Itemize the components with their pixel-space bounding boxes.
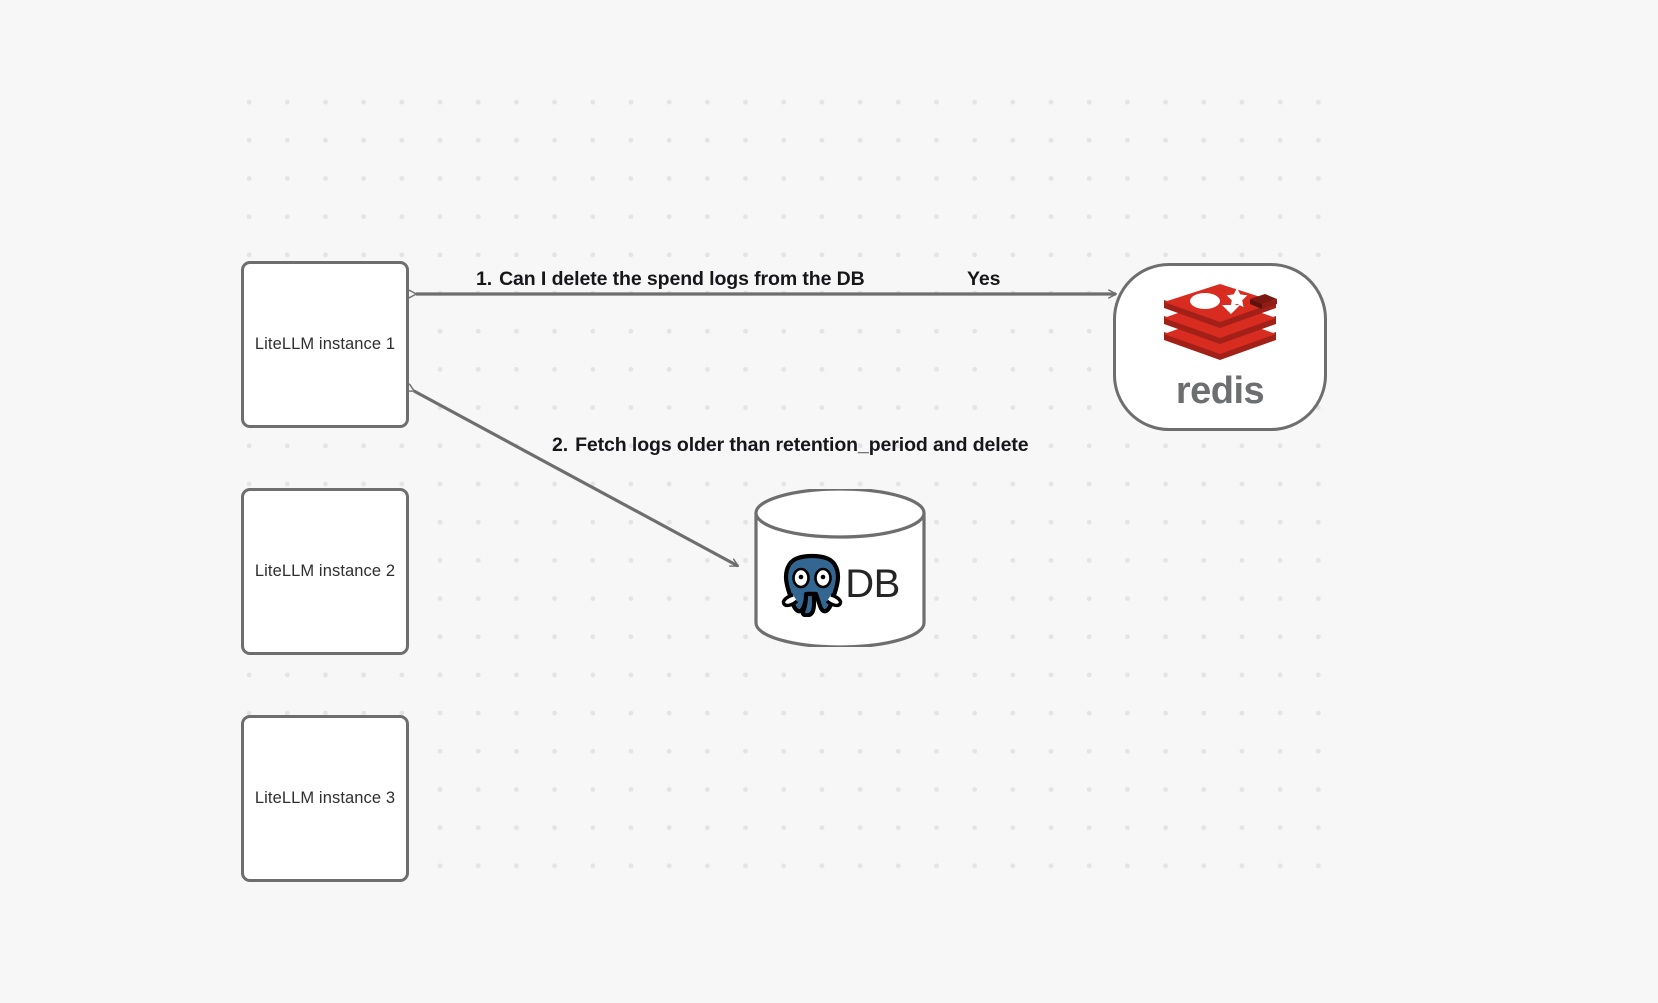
node-litellm-instance-2-label: LiteLLM instance 2 <box>254 562 396 580</box>
edge-label-2-text: Fetch logs older than retention_period a… <box>575 434 1029 456</box>
node-redis[interactable]: redis <box>1113 263 1327 431</box>
node-litellm-instance-3-label: LiteLLM instance 3 <box>254 789 396 807</box>
edge-label-1: 1. Can I delete the spend logs from the D… <box>476 268 865 291</box>
postgresql-elephant-icon <box>782 553 843 617</box>
node-litellm-instance-3[interactable]: LiteLLM instance 3 <box>241 715 409 882</box>
node-litellm-instance-1[interactable]: LiteLLM instance 1 <box>241 261 409 428</box>
edge-label-1-number: 1. <box>476 268 493 290</box>
edge-label-1-reply-text: Yes <box>967 268 1001 290</box>
edge-litellm1-db <box>414 391 738 568</box>
node-litellm-instance-2[interactable]: LiteLLM instance 2 <box>241 488 409 655</box>
node-db[interactable]: DB <box>753 489 927 647</box>
redis-logo-icon <box>1164 284 1277 360</box>
edge-label-2: 2. Fetch logs older than retention_period… <box>552 434 1029 457</box>
edge-label-2-number: 2. <box>552 434 569 456</box>
edge-label-1-text: Can I delete the spend logs from the DB <box>499 268 865 290</box>
db-label: DB <box>845 562 900 606</box>
node-litellm-instance-1-label: LiteLLM instance 1 <box>254 335 396 353</box>
redis-wordmark: redis <box>1175 370 1265 412</box>
edge-label-1-reply: Yes <box>967 268 1000 291</box>
